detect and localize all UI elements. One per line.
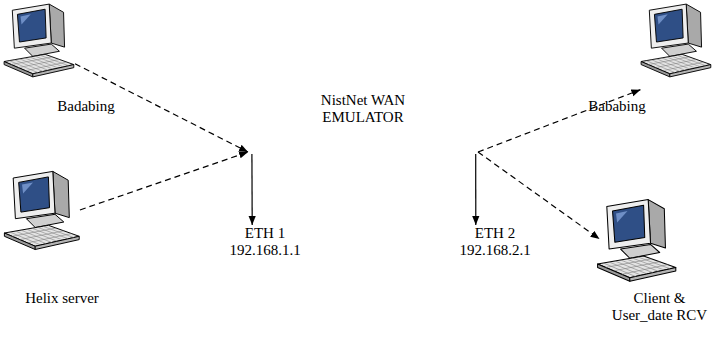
computer-icon [0,167,88,255]
node-label: ETH 1 192.168.1.1 [225,225,305,259]
computer-node: Helix server [0,165,130,310]
computer-node: Badabing [0,0,125,118]
interface-label: ETH 1 192.168.1.1 [225,225,305,261]
node-label: Badabing [50,98,122,115]
computer-icon [0,0,82,82]
node-label: NistNet WAN EMULATOR [296,92,430,126]
emulator-label: NistNet WAN EMULATOR [248,88,478,154]
computer-node: Client & User_date RCV [585,195,717,337]
dashed-link [80,152,248,210]
computer-icon [637,0,717,82]
computer-icon [593,195,685,287]
node-label: Client & User_date RCV [607,290,712,324]
computer-node: Bababing [585,0,717,118]
node-label: ETH 2 192.168.2.1 [455,225,535,259]
node-label: Helix server [12,290,112,307]
interface-arrow [475,154,476,225]
interface-label: ETH 2 192.168.2.1 [455,225,535,261]
node-label: Bababing [585,98,649,115]
interface-arrow [251,154,252,225]
